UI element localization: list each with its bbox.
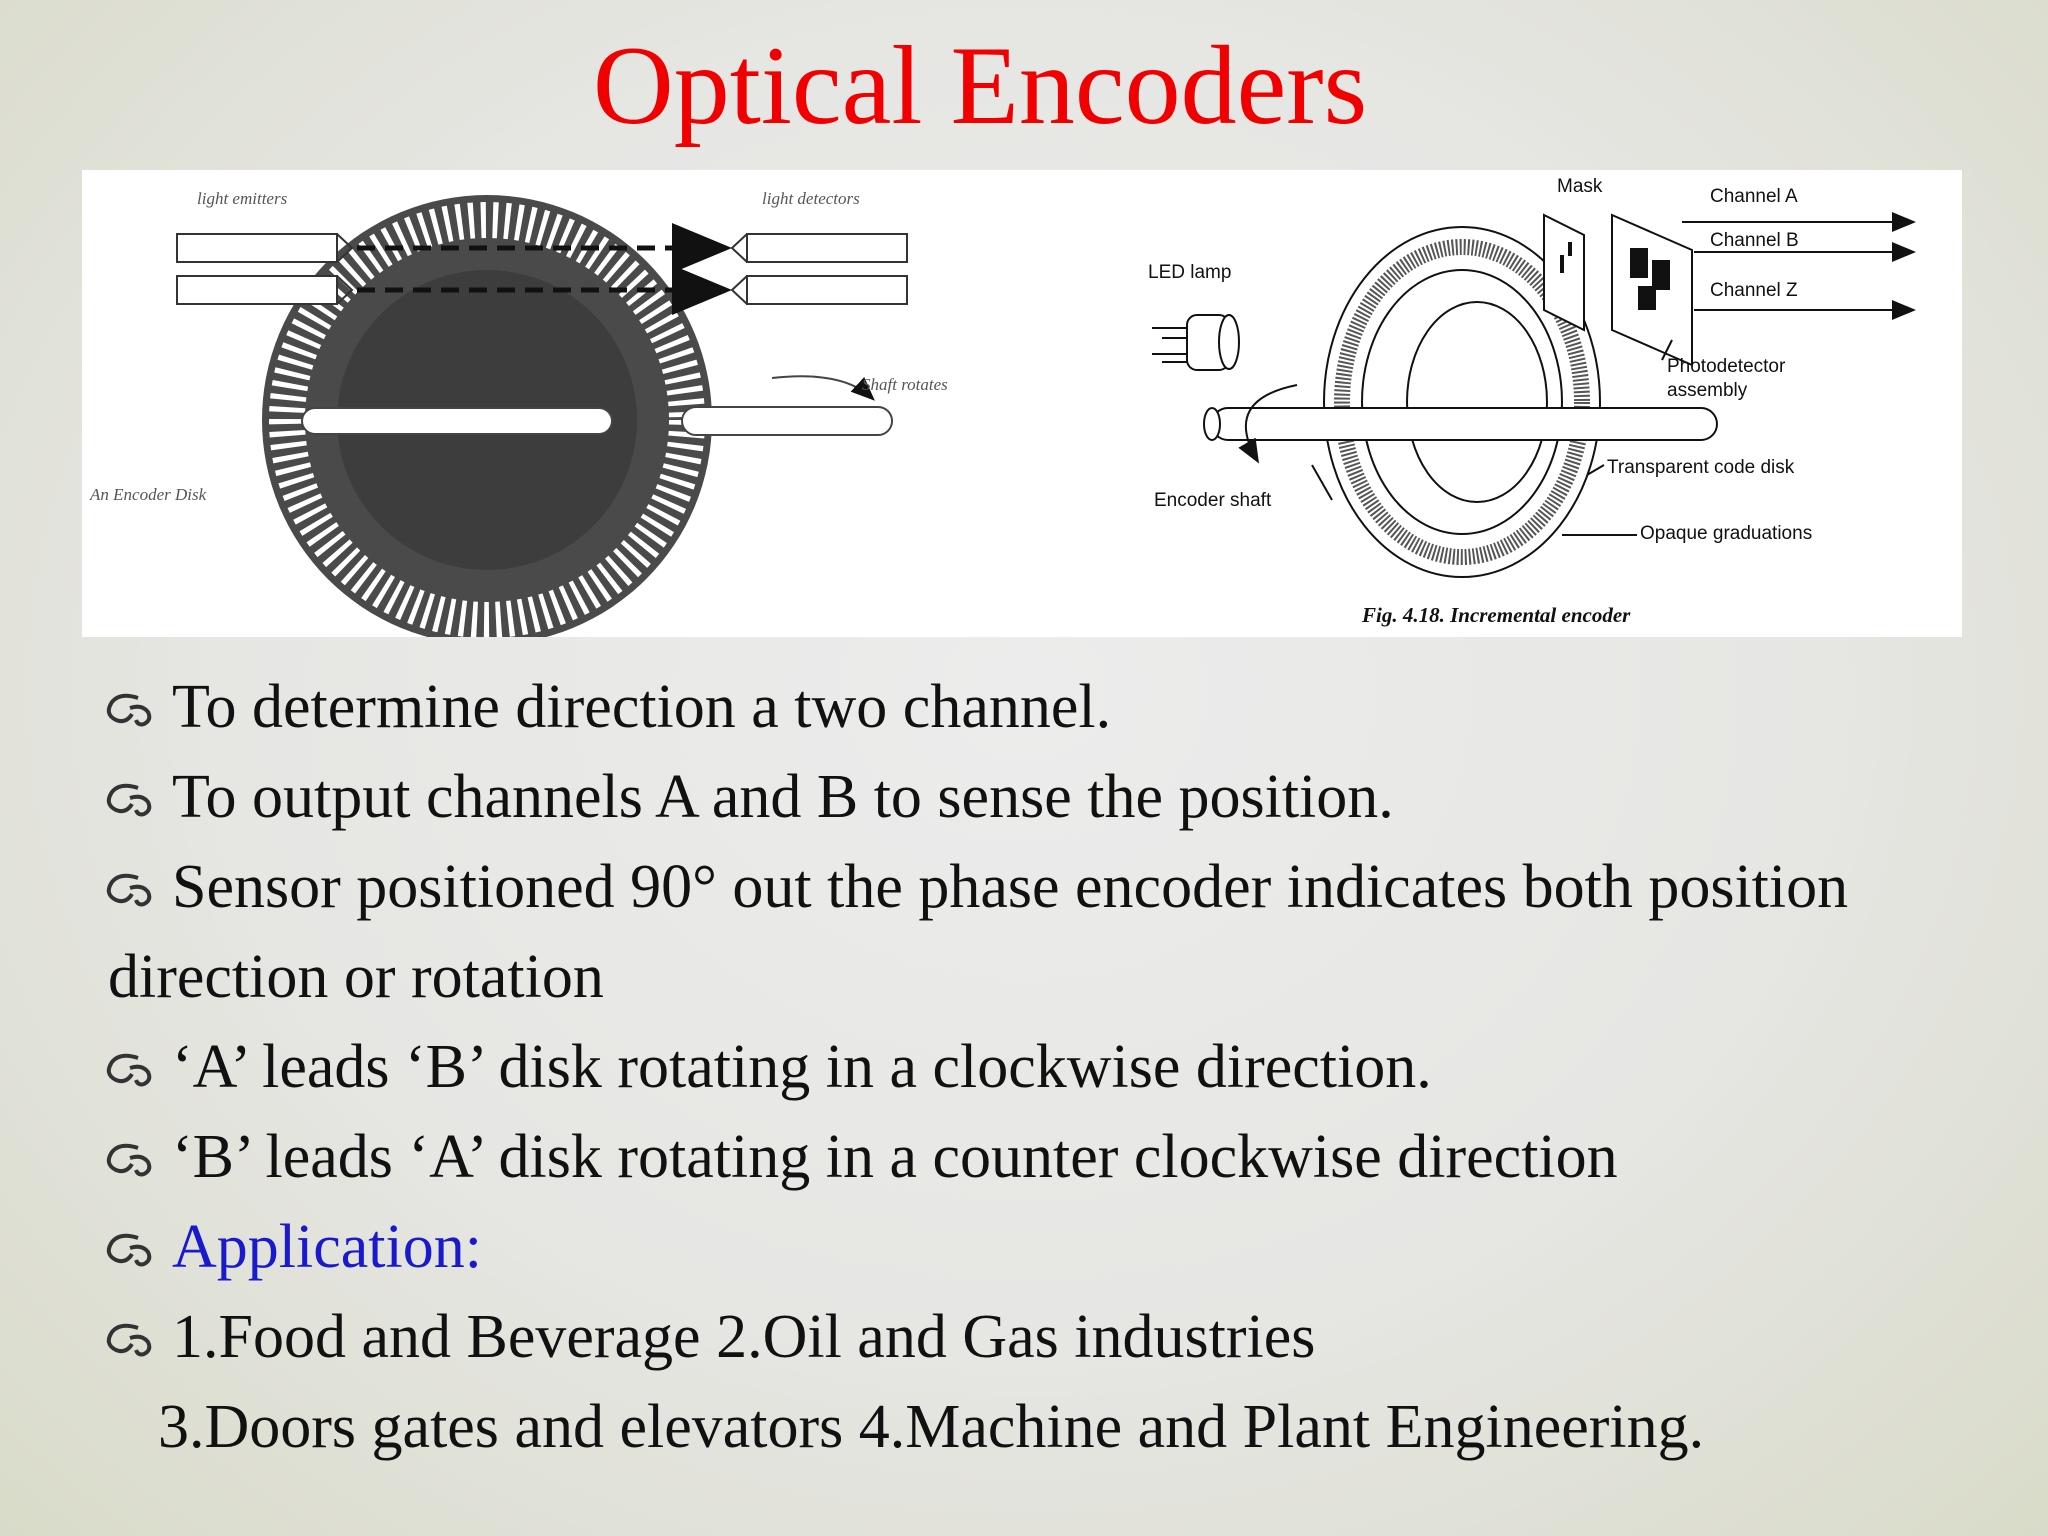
label-encoder-disk: An Encoder Disk <box>89 485 207 504</box>
curl-bullet-icon <box>106 1233 152 1267</box>
label-photodetector-assembly: assembly <box>1667 380 1748 401</box>
bullet-item: To output channels A and B to sense the … <box>90 752 2030 842</box>
rotation-loop-icon <box>1238 384 1298 464</box>
bullet-continuation: 3.Doors gates and elevators 4.Machine an… <box>90 1382 2030 1472</box>
detector-1 <box>746 233 908 263</box>
rotation-arrow-icon <box>771 375 875 401</box>
curl-bullet-icon <box>106 693 152 727</box>
encoder-diagrams: light emitters light detectors Shaft rot… <box>89 176 1916 637</box>
curl-bullet-icon <box>106 1323 152 1357</box>
label-photodetector: Photodetector <box>1667 356 1786 377</box>
label-transparent-disk: Transparent code disk <box>1607 457 1795 478</box>
bullet-item: To determine direction a two channel. <box>90 662 2030 752</box>
bullet-continuation: direction or rotation <box>90 932 2030 1022</box>
label-opaque-graduations: Opaque graduations <box>1640 523 1812 544</box>
incremental-encoder-diagram: Mask Channel A Channel B Channel Z LED l… <box>1148 176 1916 627</box>
label-channel-b: Channel B <box>1710 230 1799 251</box>
bullet-text: 1.Food and Beverage 2.Oil and Gas indust… <box>172 1303 1316 1371</box>
transparent-code-disk <box>1406 301 1548 503</box>
label-mask: Mask <box>1557 176 1603 197</box>
bullet-text: ‘B’ leads ‘A’ disk rotating in a counter… <box>172 1123 1618 1191</box>
shaft-front <box>301 407 613 435</box>
figure-caption: Fig. 4.18. Incremental encoder <box>1361 603 1631 627</box>
bullet-item: Application: <box>90 1202 2030 1292</box>
bullet-text: Sensor positioned 90° out the phase enco… <box>172 853 1849 921</box>
shaft-back <box>681 406 893 436</box>
label-encoder-shaft: Encoder shaft <box>1154 490 1272 511</box>
encoder-shaft <box>1211 407 1718 441</box>
label-shaft-rotates: Shaft rotates <box>862 375 948 394</box>
label-led-lamp: LED lamp <box>1148 262 1231 283</box>
detector-2 <box>746 275 908 305</box>
label-emitters: light emitters <box>197 189 288 208</box>
emitter-1 <box>176 233 338 263</box>
bullet-text: To output channels A and B to sense the … <box>172 763 1394 831</box>
bullet-item: ‘B’ leads ‘A’ disk rotating in a counter… <box>90 1112 2030 1202</box>
bullet-text: 3.Doors gates and elevators 4.Machine an… <box>158 1393 1705 1461</box>
bullet-text: ‘A’ leads ‘B’ disk rotating in a clockwi… <box>172 1033 1432 1101</box>
application-heading: Application: <box>172 1213 482 1281</box>
curl-bullet-icon <box>106 783 152 817</box>
bullet-text: direction or rotation <box>108 943 604 1011</box>
slide-title: Optical Encoders <box>592 24 1368 148</box>
encoder-figure: light emitters light detectors Shaft rot… <box>82 170 1962 637</box>
label-detectors: light detectors <box>762 189 860 208</box>
curl-bullet-icon <box>106 1143 152 1177</box>
label-channel-z: Channel Z <box>1710 280 1798 301</box>
opaque-graduations <box>1334 239 1590 565</box>
bullet-item: Sensor positioned 90° out the phase enco… <box>90 842 2030 932</box>
bullet-list: To determine direction a two channel. To… <box>90 662 2030 1472</box>
bullet-item: ‘A’ leads ‘B’ disk rotating in a clockwi… <box>90 1022 2030 1112</box>
bullet-text: To determine direction a two channel. <box>172 673 1112 741</box>
curl-bullet-icon <box>106 873 152 907</box>
curl-bullet-icon <box>106 1053 152 1087</box>
emitter-2 <box>176 275 338 305</box>
bullet-item: 1.Food and Beverage 2.Oil and Gas indust… <box>90 1292 2030 1382</box>
label-channel-a: Channel A <box>1710 186 1798 207</box>
encoder-disk-diagram: light emitters light detectors Shaft rot… <box>89 189 948 637</box>
